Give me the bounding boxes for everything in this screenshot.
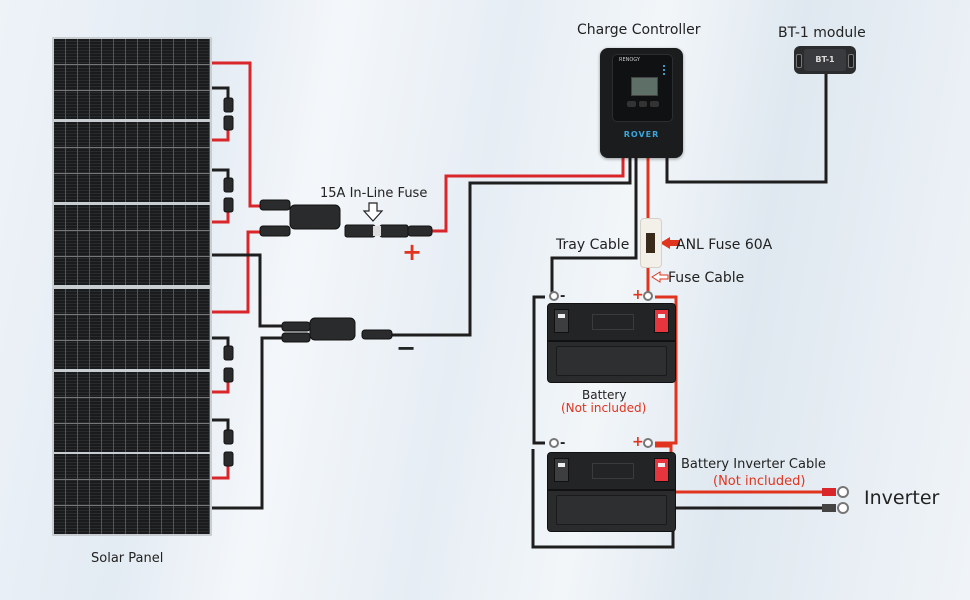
ring-terminal-pos	[643, 438, 653, 448]
wire-series-3	[210, 336, 230, 348]
solar-panel	[52, 452, 212, 536]
mc4-connector	[223, 367, 234, 383]
negative-terminal	[554, 458, 569, 482]
mounting-ear	[796, 54, 802, 68]
wire-series-4b	[210, 466, 230, 480]
crimp-black	[822, 504, 836, 512]
wire-positive-panel-string-1	[210, 61, 262, 208]
positive-terminal	[654, 309, 669, 333]
wire-tray-cable	[550, 158, 638, 296]
battery-2	[547, 452, 676, 532]
status-led	[663, 69, 665, 71]
battery-not-included: (Not included)	[561, 401, 647, 415]
charge-controller: RENOGY ROVER	[600, 48, 683, 158]
mc4-connector	[223, 177, 234, 193]
wire-battery-neg-link	[532, 295, 545, 445]
branch-connector-negative	[281, 332, 311, 343]
bt1-label: BT-1	[804, 49, 846, 71]
mc4-connector	[223, 197, 234, 213]
mounting-ear	[848, 54, 854, 68]
status-led	[663, 65, 665, 67]
controller-buttons	[627, 101, 660, 107]
wire-series-3b	[210, 380, 230, 394]
positive-terminal	[654, 458, 669, 482]
wire-pv-negative	[390, 158, 632, 337]
wire-negative-panel-string-2	[210, 336, 282, 510]
arrow-left-outline-icon	[651, 271, 669, 283]
branch-connector-positive	[259, 225, 291, 237]
charge-controller-label: Charge Controller	[577, 22, 701, 38]
wire-series-2b	[210, 210, 230, 224]
inline-fuse-link	[373, 226, 381, 236]
ring-terminal-inverter-neg	[837, 502, 849, 514]
inline-fuse-body	[379, 224, 409, 238]
ring-terminal-inverter-pos	[837, 486, 849, 498]
wire-battery-pos-link	[655, 295, 678, 445]
solar-panel	[52, 120, 212, 204]
battery-inverter-cable-label: Battery Inverter Cable	[681, 457, 826, 472]
branch-connector-negative	[281, 321, 311, 332]
inline-fuse-body	[344, 224, 376, 238]
solar-panel-label: Solar Panel	[91, 551, 164, 566]
wire-pv-positive	[430, 158, 625, 233]
solar-panel	[52, 287, 212, 371]
ring-terminal-neg	[549, 438, 559, 448]
bt1-module-label: BT-1 module	[778, 25, 866, 41]
y-connector-positive	[289, 204, 341, 230]
tray-cable-label: Tray Cable	[556, 237, 630, 253]
wire-series-2	[210, 168, 230, 180]
wire-positive-panel-string-2	[210, 230, 262, 314]
positive-sign: +	[402, 238, 423, 266]
wire-bt1	[665, 74, 828, 184]
y-connector-negative	[309, 317, 356, 341]
battery2-pos-mark: +	[632, 434, 644, 450]
wire-series-4	[210, 418, 230, 432]
solar-panel	[52, 370, 212, 454]
battery2-neg-mark: -	[560, 436, 566, 451]
arrow-left-icon	[660, 237, 680, 249]
arrow-down-icon	[362, 202, 384, 222]
wire-negative-panel-string-1	[210, 253, 282, 328]
solar-panel	[52, 37, 212, 121]
negative-terminal	[554, 309, 569, 333]
mc4-connector	[361, 329, 393, 340]
controller-model: ROVER	[623, 130, 660, 139]
battery-label: Battery	[582, 388, 627, 402]
ring-terminal-pos	[643, 291, 653, 301]
fuse-cable-label: Fuse Cable	[668, 270, 745, 286]
wire-series-1	[210, 86, 230, 100]
mc4-connector	[223, 345, 234, 361]
lcd-screen	[631, 77, 658, 96]
mc4-connector	[223, 451, 234, 467]
controller-face: RENOGY	[612, 54, 673, 122]
mc4-connector	[223, 429, 234, 445]
status-led	[663, 73, 665, 75]
wire-series-1b	[210, 128, 230, 142]
mc4-connector	[223, 115, 234, 131]
bt1-module: BT-1	[794, 46, 856, 74]
battery-1	[547, 303, 676, 383]
anl-fuse-label: ANL Fuse 60A	[676, 237, 773, 253]
battery1-pos-mark: +	[632, 287, 644, 303]
ring-terminal-neg	[549, 291, 559, 301]
inverter-label: Inverter	[864, 487, 940, 509]
wire-inverter-negative	[531, 449, 822, 549]
inverter-cable-not-included: (Not included)	[713, 474, 806, 489]
solar-panel	[52, 203, 212, 287]
mc4-connector	[223, 97, 234, 113]
controller-brand: RENOGY	[619, 57, 640, 63]
anl-fuse	[640, 218, 662, 268]
mc4-connector	[407, 225, 433, 237]
battery1-neg-mark: -	[560, 289, 566, 304]
negative-sign: −	[396, 334, 417, 362]
crimp-red	[822, 488, 836, 496]
branch-connector-positive	[259, 199, 291, 211]
inline-fuse-label: 15A In-Line Fuse	[320, 186, 428, 201]
